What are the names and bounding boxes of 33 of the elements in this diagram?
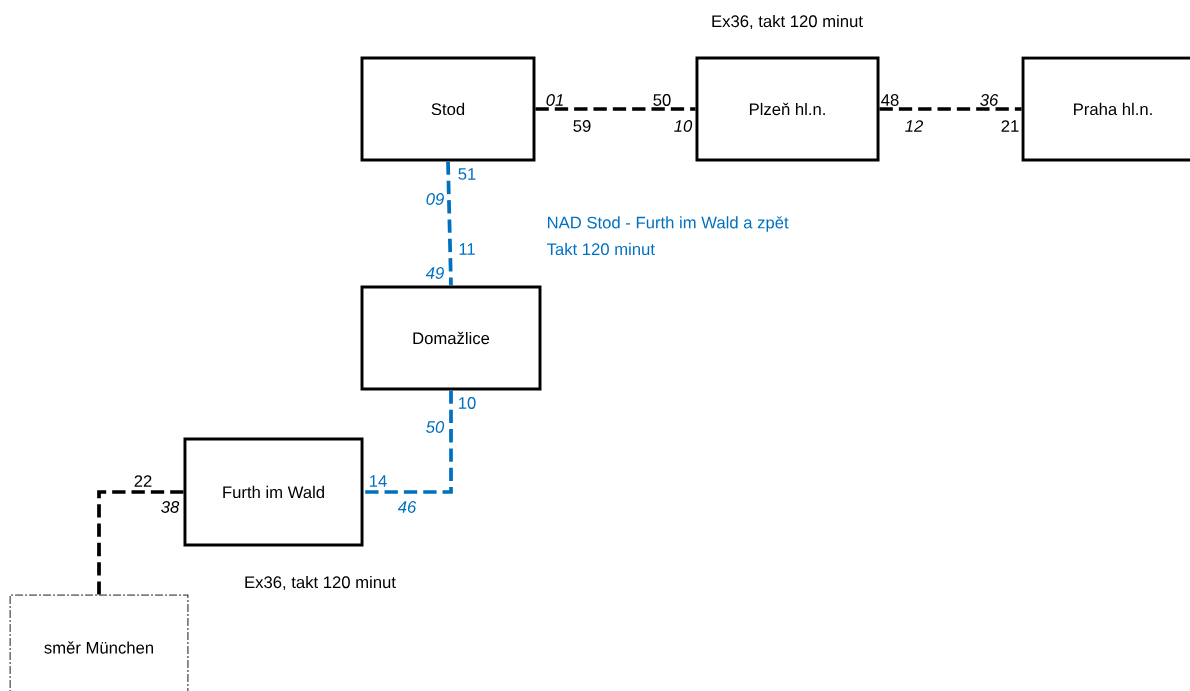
dashed-line <box>535 107 696 111</box>
time-label: 11 <box>459 243 475 255</box>
time-label: 10 <box>674 120 693 132</box>
time-label: 38 <box>161 501 180 513</box>
station-box: Stod <box>360 56 536 162</box>
station-box: směr München <box>9 594 189 691</box>
time-label: 14 <box>370 475 387 487</box>
station-box: Praha hl.n. <box>1021 56 1190 162</box>
note: NAD Stod - Furth im Wald a zpět <box>547 216 789 232</box>
time-label: 36 <box>980 94 999 106</box>
time-label: 22 <box>134 475 152 487</box>
dashed-line <box>363 390 453 494</box>
dashed-line <box>446 161 453 286</box>
time-label: 59 <box>573 120 591 132</box>
time-label: 49 <box>425 267 444 279</box>
dashed-line <box>879 107 1022 111</box>
time-label: 10 <box>459 397 476 409</box>
time-label: 09 <box>426 193 444 205</box>
station-box: Plzeň hl.n. <box>695 56 880 162</box>
dashed-line <box>97 490 184 595</box>
note: Ex36, takt 120 minut <box>712 14 863 30</box>
station-box: Domažlice <box>360 285 542 391</box>
time-label: 12 <box>905 120 924 132</box>
time-label: 48 <box>881 94 899 106</box>
station-box: Furth im Wald <box>183 437 364 547</box>
time-label: 01 <box>546 94 563 106</box>
time-label: 46 <box>397 501 417 513</box>
time-label: 50 <box>426 421 445 433</box>
note: Takt 120 minut <box>547 242 655 256</box>
time-label: 21 <box>1001 120 1019 132</box>
time-label: 51 <box>458 168 476 180</box>
time-label: 50 <box>653 94 671 106</box>
note: Ex36, takt 120 minut <box>245 575 396 591</box>
